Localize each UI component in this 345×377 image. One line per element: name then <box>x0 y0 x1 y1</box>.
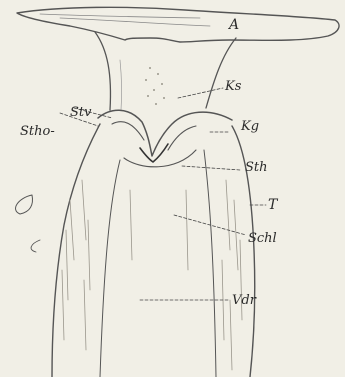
label-A: A <box>229 18 239 32</box>
inner-column-left <box>100 160 120 377</box>
stalk-right-edge <box>206 38 236 108</box>
central-plug <box>124 150 196 167</box>
label-T: T <box>268 198 277 212</box>
label-Schl: Schl <box>248 232 277 245</box>
stalk-left-edge <box>95 32 110 110</box>
label-Sth: Sth <box>245 161 268 174</box>
label-Stv: Stv <box>70 106 91 119</box>
trunk-left-edge <box>52 124 100 377</box>
collar-inner <box>112 122 196 150</box>
label-Kg: Kg <box>241 120 259 133</box>
label-Stho: Stho- <box>20 125 55 138</box>
inner-column-right <box>204 150 216 377</box>
label-Vdr: Vdr <box>232 294 256 307</box>
label-Ks: Ks <box>225 80 241 93</box>
